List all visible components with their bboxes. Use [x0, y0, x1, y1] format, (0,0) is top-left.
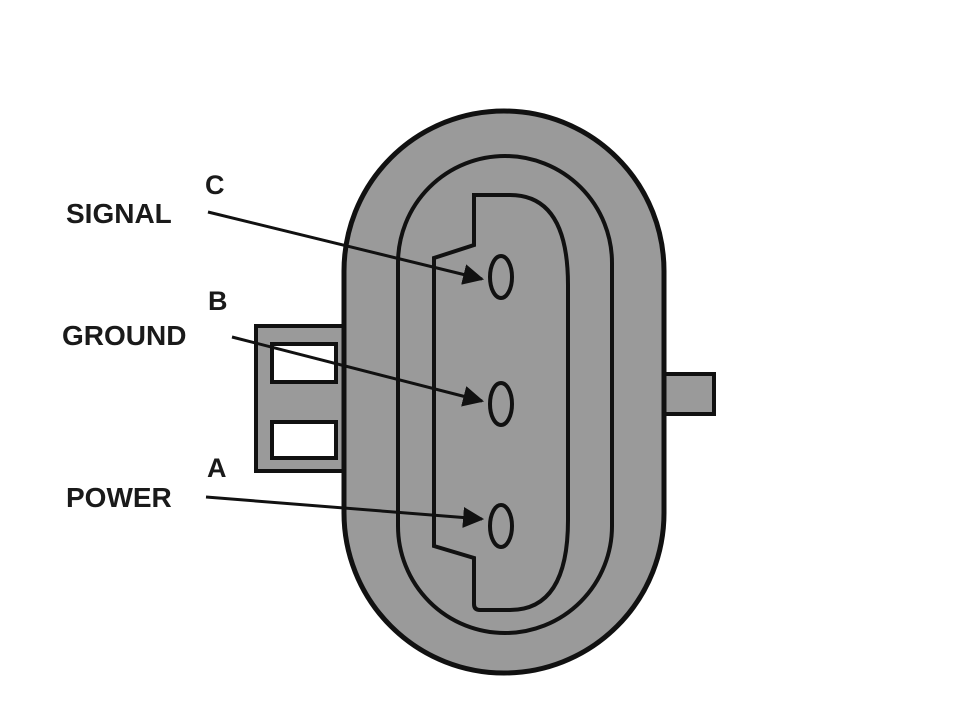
- pin-a-letter: A: [207, 453, 227, 483]
- terminal-c: [488, 254, 514, 300]
- ground-label: GROUND: [62, 320, 186, 351]
- power-label: POWER: [66, 482, 172, 513]
- signal-label: SIGNAL: [66, 198, 172, 229]
- signal-arrow: [207, 210, 485, 285]
- pin-c-letter: C: [205, 170, 225, 200]
- ground-arrow: [231, 335, 485, 407]
- terminal-b: [488, 381, 514, 427]
- seal-ring: [396, 154, 614, 635]
- locking-tab: [254, 324, 350, 473]
- power-arrow: [205, 495, 485, 528]
- terminal-a: [488, 503, 514, 549]
- pin-b-letter: B: [208, 286, 228, 316]
